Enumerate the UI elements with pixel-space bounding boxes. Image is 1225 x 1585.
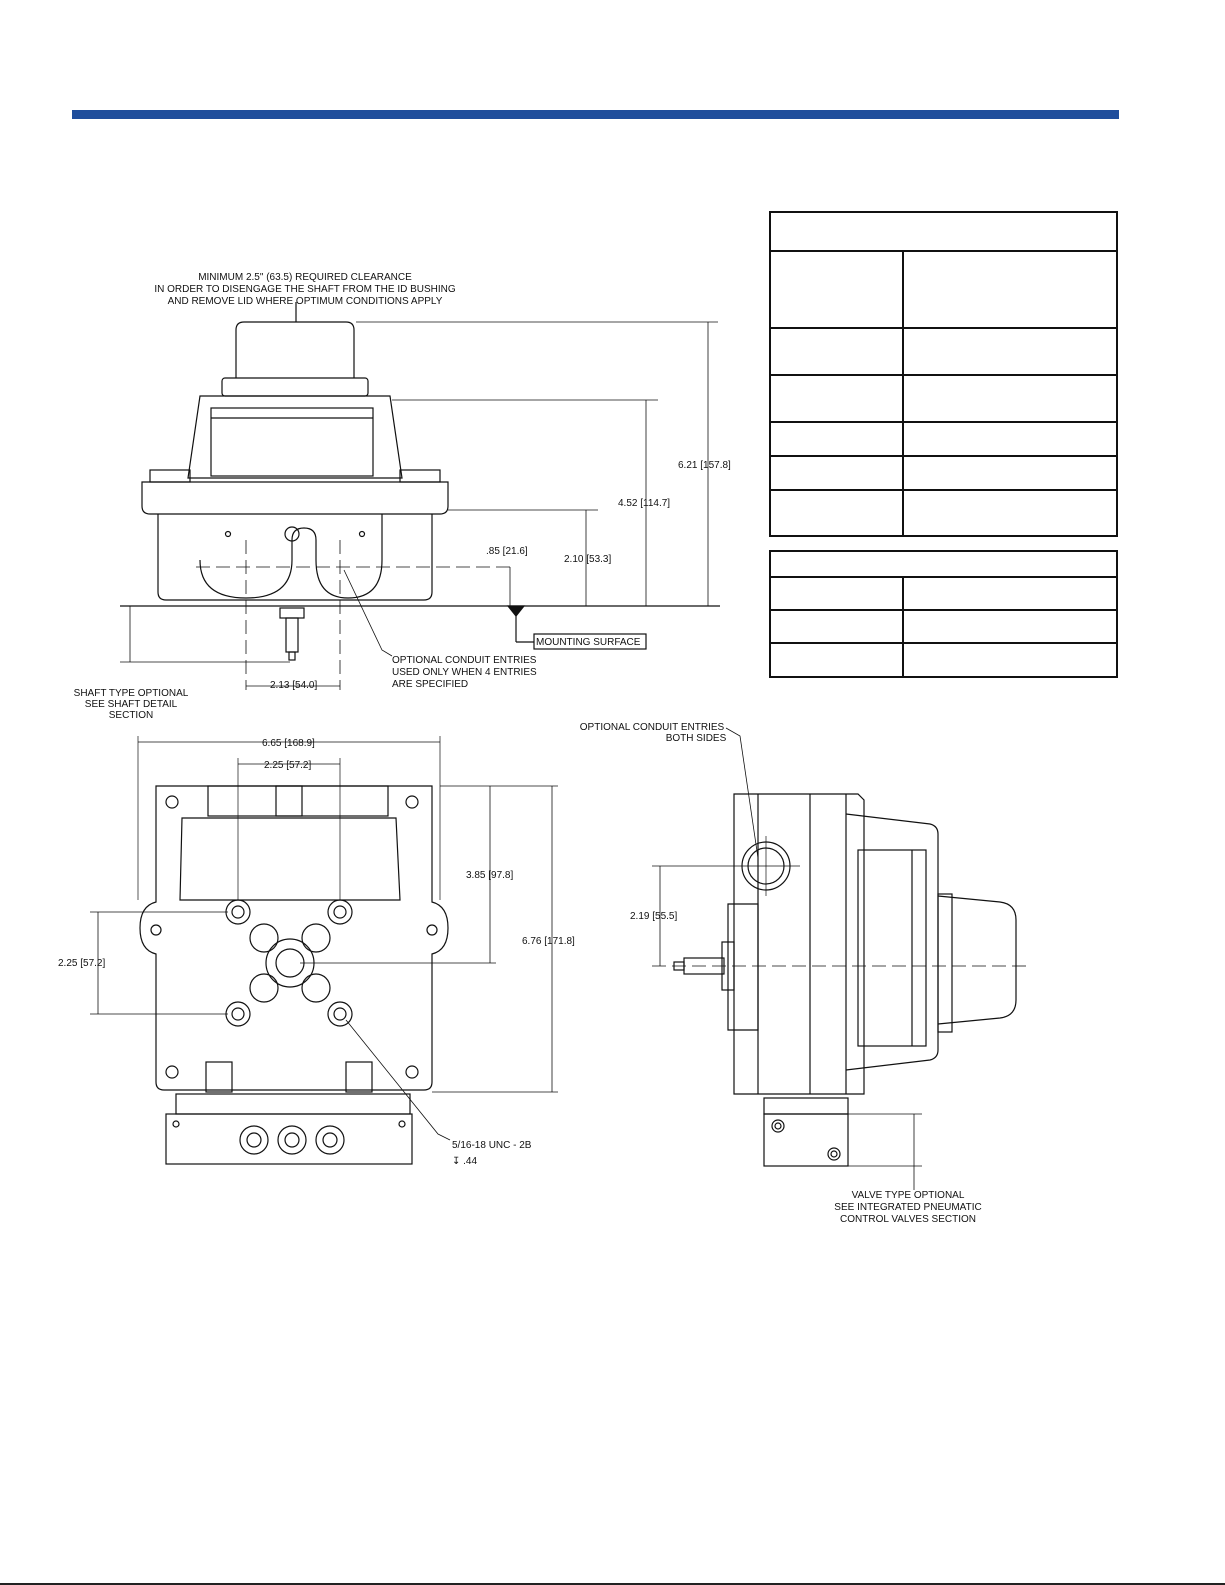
dim-width: 6.65 [168.9]: [262, 738, 315, 749]
conduit-note-line-2: USED ONLY WHEN 4 ENTRIES: [392, 667, 537, 678]
clearance-note-line-2: IN ORDER TO DISENGAGE THE SHAFT FROM THE…: [154, 284, 456, 295]
side-conduit-note-line-2: BOTH SIDES: [666, 733, 727, 744]
bottom-view-labels: 6.65 [168.9] 2.25 [57.2] 3.85 [97.8] 6.7…: [58, 738, 575, 1167]
shaft-note-line-2: SEE SHAFT DETAIL: [85, 699, 178, 710]
mounting-surface-label: MOUNTING SURFACE: [536, 637, 641, 648]
dim-conduit-spacing: 2.13 [54.0]: [270, 680, 317, 691]
valve-note-line-3: CONTROL VALVES SECTION: [840, 1214, 976, 1225]
dim-base-height: 2.10 [53.3]: [564, 554, 611, 565]
dim-hole-spacing-x: 2.25 [57.2]: [264, 760, 311, 771]
clearance-note-line-1: MINIMUM 2.5" (63.5) REQUIRED CLEARANCE: [198, 272, 412, 283]
dim-conduit-height: 2.19 [55.5]: [630, 911, 677, 922]
side-view: [652, 727, 1026, 1190]
spec-table-secondary: [769, 550, 1118, 678]
valve-note-line-2: SEE INTEGRATED PNEUMATIC: [834, 1202, 981, 1213]
dim-overall-height: 6.21 [157.8]: [678, 460, 731, 471]
thread-callout: 5/16-18 UNC - 2B: [452, 1140, 532, 1151]
dim-body-height: 4.52 [114.7]: [618, 498, 670, 509]
side-conduit-note-line-1: OPTIONAL CONDUIT ENTRIES: [580, 722, 725, 733]
bottom-view: [90, 736, 558, 1165]
shaft-note-line-1: SHAFT TYPE OPTIONAL: [74, 688, 189, 699]
clearance-note-line-3: AND REMOVE LID WHERE OPTIMUM CONDITIONS …: [168, 296, 443, 307]
dim-center-depth: 3.85 [97.8]: [466, 870, 513, 881]
valve-note-line-1: VALVE TYPE OPTIONAL: [852, 1190, 965, 1201]
dim-hole-spacing-y: 2.25 [57.2]: [58, 958, 105, 969]
footer-line: [0, 1583, 1225, 1585]
front-view: [120, 302, 720, 690]
dim-shaft-offset: .85 [21.6]: [486, 546, 528, 557]
dim-total-depth: 6.76 [171.8]: [522, 936, 575, 947]
shaft-note-line-3: SECTION: [109, 710, 153, 721]
side-view-labels: OPTIONAL CONDUIT ENTRIES BOTH SIDES 2.19…: [580, 722, 982, 1225]
header-bar: [72, 110, 1119, 119]
conduit-note-line-1: OPTIONAL CONDUIT ENTRIES: [392, 655, 537, 666]
spec-table-main: [769, 211, 1118, 537]
conduit-note-line-3: ARE SPECIFIED: [392, 679, 468, 690]
front-view-labels: MINIMUM 2.5" (63.5) REQUIRED CLEARANCE I…: [74, 272, 731, 721]
thread-depth: ↧ .44: [452, 1156, 477, 1167]
